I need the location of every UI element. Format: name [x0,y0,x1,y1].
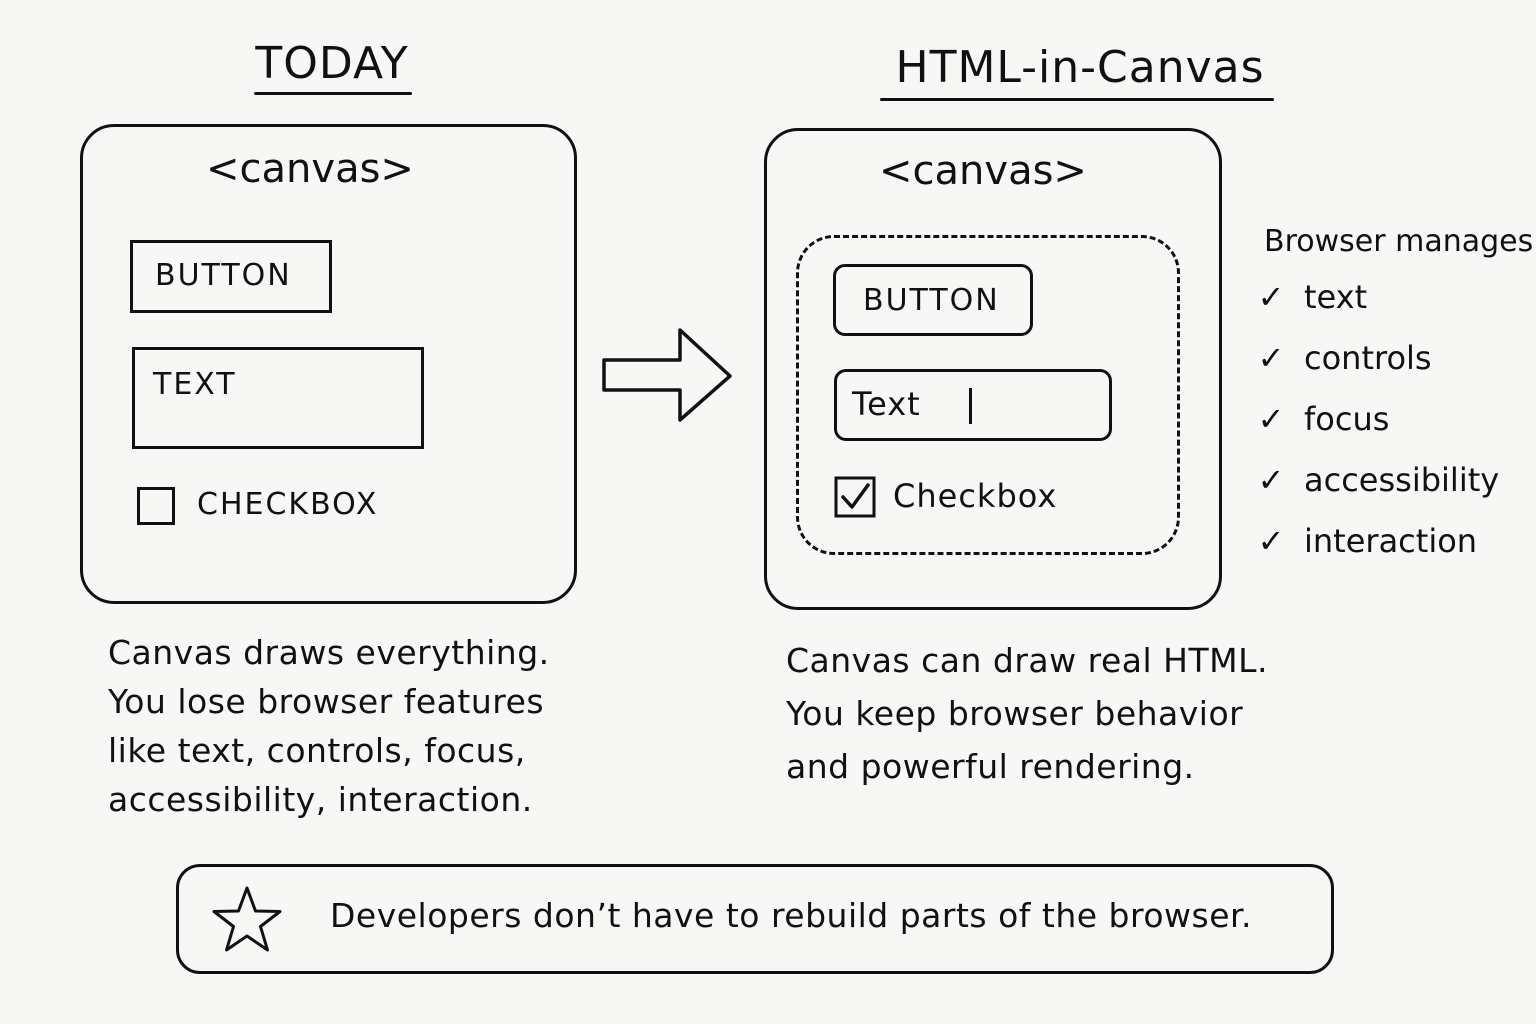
today-text-label: TEXT [153,367,237,402]
check-icon: ✓ [1257,278,1285,316]
manages-item: ✓ text [1256,278,1368,316]
today-caption-line: You lose browser features [108,682,545,721]
today-caption-line: Canvas draws everything. [108,633,550,672]
footer-text: Developers don’t have to rebuild parts o… [330,896,1253,935]
today-underline [254,92,412,95]
check-icon: ✓ [1257,339,1285,377]
today-caption-line: like text, controls, focus, [108,731,526,770]
today-caption: Canvas draws everything. You lose browse… [108,628,550,824]
html-checkbox-label: Checkbox [893,477,1058,515]
html-button-label: BUTTON [863,283,1000,318]
check-icon: ✓ [1257,522,1285,560]
today-checkbox-label: CHECKBOX [197,487,379,522]
manages-item: ✓ accessibility [1256,461,1500,499]
html-canvas-tag: <canvas> [879,148,1087,194]
check-icon: ✓ [1257,461,1285,499]
html-caption-line: Canvas can draw real HTML. [786,641,1268,680]
html-canvas-frame [764,128,1222,610]
arrow-right-icon [602,328,732,422]
browser-manages-title: Browser manages: [1264,224,1536,259]
html-checkbox[interactable] [834,476,876,518]
manages-item: ✓ focus [1256,400,1390,438]
html-caption: Canvas can draw real HTML. You keep brow… [786,634,1268,793]
today-button [130,240,332,313]
html-caption-line: You keep browser behavior [786,694,1244,733]
manages-item-label: text [1304,278,1368,316]
dom-region-dashed [796,235,1180,555]
html-text-input[interactable] [834,369,1112,441]
today-button-label: BUTTON [155,258,292,293]
manages-item-label: accessibility [1304,461,1500,499]
html-in-canvas-heading: HTML-in-Canvas [895,42,1265,93]
manages-item: ✓ controls [1256,339,1432,377]
html-button[interactable] [833,264,1033,336]
today-checkbox [137,487,175,525]
text-cursor [969,388,972,424]
manages-item-label: interaction [1304,522,1478,560]
today-caption-line: accessibility, interaction. [108,780,533,819]
today-canvas-tag: <canvas> [206,146,414,192]
today-canvas-frame [80,124,577,604]
html-caption-line: and powerful rendering. [786,747,1195,786]
today-heading: TODAY [255,38,409,89]
star-icon [212,886,282,952]
checkmark-icon [841,483,870,509]
manages-item-label: focus [1304,400,1390,438]
manages-item: ✓ interaction [1256,522,1477,560]
html-text-input-value: Text [852,385,921,423]
check-icon: ✓ [1257,400,1285,438]
manages-item-label: controls [1304,339,1432,377]
today-text-box [132,347,424,449]
footer-callout [176,864,1334,974]
html-in-canvas-underline [880,98,1274,101]
